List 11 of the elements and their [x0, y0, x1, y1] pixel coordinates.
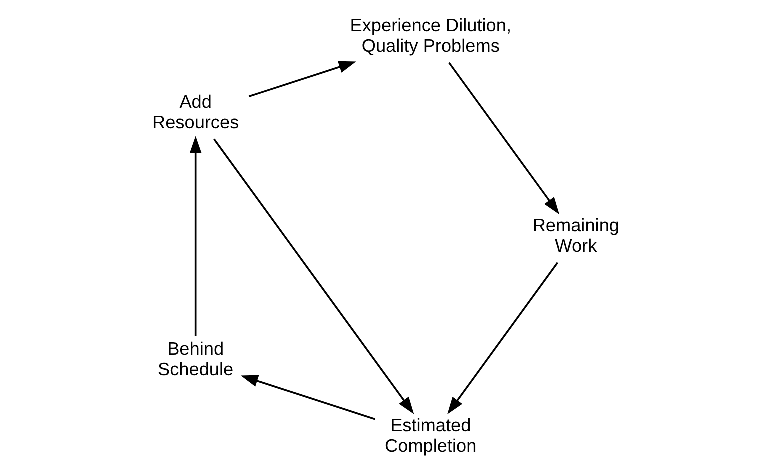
arrow [240, 375, 376, 420]
node-text: Estimated Completion [385, 416, 477, 456]
node-text: Experience Dilution, Quality Problems [350, 16, 512, 56]
node-text: Behind Schedule [158, 339, 234, 380]
node-text: Add Resources [152, 92, 240, 132]
arrow [190, 136, 202, 336]
node-text: Remaining Work [532, 216, 620, 256]
arrow [248, 61, 356, 98]
arrow [448, 62, 560, 215]
arrow [448, 262, 558, 415]
arrow [214, 138, 414, 414]
